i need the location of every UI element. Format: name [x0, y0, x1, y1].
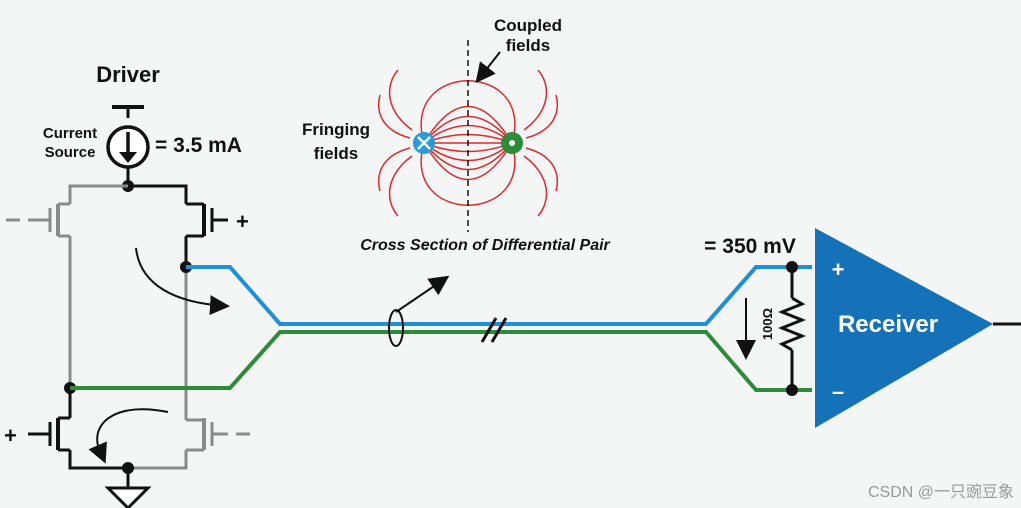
coupled-label-2: fields: [506, 36, 550, 55]
cable-ellipse: [388, 309, 404, 347]
ground-icon: [104, 486, 152, 508]
receiver-amplifier-icon: [815, 228, 993, 428]
receiver-circuit: 100Ω: [736, 261, 807, 396]
fringing-label-1: Fringing: [302, 120, 370, 139]
cross-section-caption: Cross Section of Differential Pair: [360, 237, 610, 254]
transistor-top-right: [186, 202, 228, 238]
positive-line: [186, 265, 812, 326]
current-source-label-1: Current: [43, 125, 97, 142]
conductor-x-icon: [413, 132, 435, 154]
plus-sign-top-right: +: [236, 209, 249, 234]
coupled-fields-pointer: [475, 51, 501, 84]
receiver-label: Receiver: [838, 311, 938, 338]
transistor-top-left: [28, 202, 70, 238]
plus-sign-bottom-left: +: [4, 423, 17, 448]
cross-section-pointer: [395, 275, 450, 313]
break-mark-1: [480, 317, 498, 343]
receiver-plus: +: [832, 257, 845, 282]
current-source-label-2: Source: [45, 144, 96, 161]
conductor-dot-icon: [501, 132, 523, 154]
driver-title: Driver: [96, 62, 160, 87]
current-value: = 3.5 mA: [155, 134, 242, 157]
break-mark-2: [490, 317, 508, 343]
resistor-icon: [777, 296, 807, 352]
transistor-bottom-left: [28, 388, 72, 452]
differential-pair-lines: [70, 265, 812, 392]
current-source-icon: [106, 125, 150, 169]
watermark: CSDN @一只豌豆象: [868, 483, 1014, 501]
coupled-label-1: Coupled: [494, 16, 562, 35]
current-flow-arrow-bottom: [88, 408, 169, 464]
driver-circuit: + +: [4, 105, 250, 508]
fringing-label-2: fields: [314, 144, 358, 163]
transistor-bottom-right: [186, 418, 228, 452]
current-flow-arrow-top: [135, 247, 230, 316]
negative-line: [70, 330, 812, 392]
receiver-voltage: = 350 mV: [704, 235, 796, 258]
receiver-minus: –: [832, 379, 844, 404]
resistor-label: 100Ω: [760, 308, 775, 340]
